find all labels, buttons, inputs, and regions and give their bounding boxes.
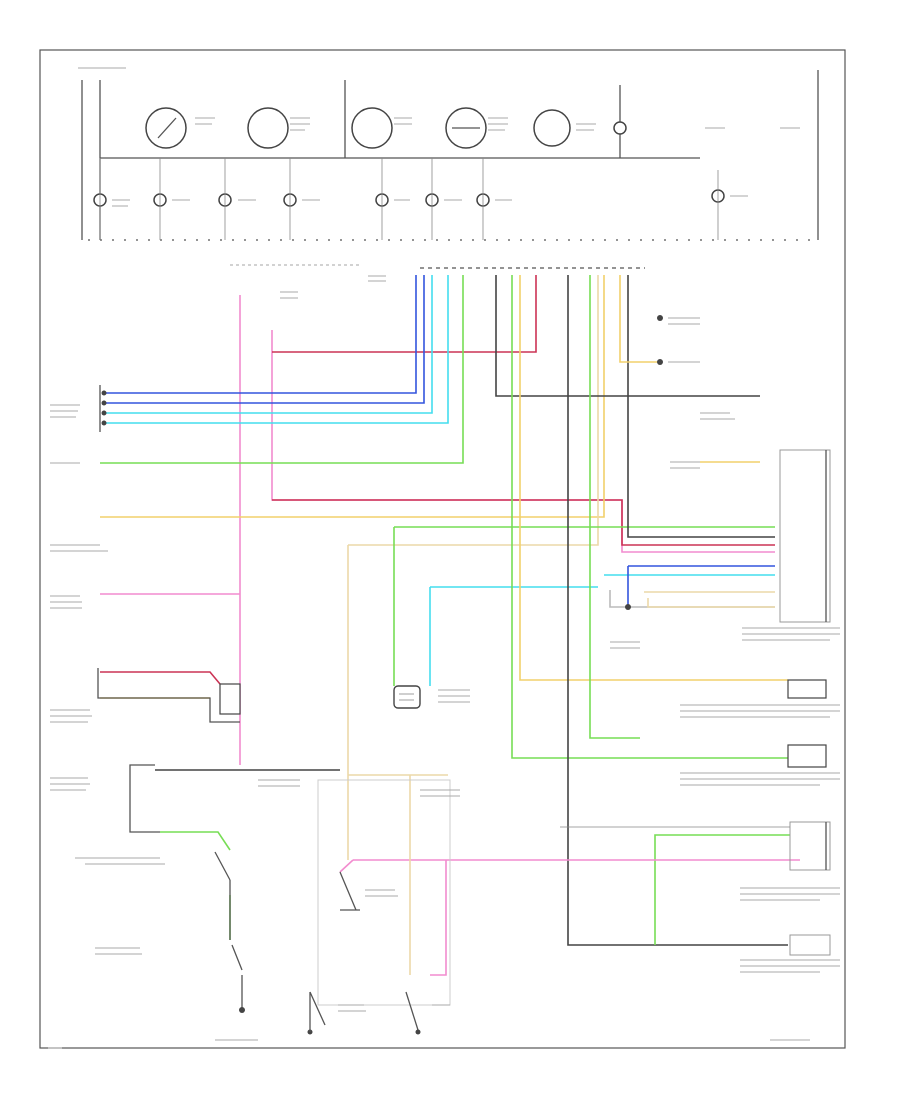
green-wire: [654, 834, 790, 945]
connector-header: [230, 264, 645, 299]
voltmeter-gauge-icon: [533, 109, 571, 147]
diagram-border: [39, 49, 846, 1049]
vehicle-speed-sensor: [393, 685, 421, 709]
tan-wire: [647, 598, 775, 608]
pink-wire: [271, 330, 775, 553]
indicator-bulb-icon: [613, 121, 627, 135]
green-wire: [589, 275, 640, 739]
pink-wire: [430, 860, 447, 976]
wire-harness: [100, 275, 800, 976]
yellow-wire: [100, 275, 605, 518]
green-wire: [100, 275, 464, 464]
red-wire: [272, 275, 537, 353]
blue-wire: [104, 275, 425, 404]
right-components: [560, 315, 831, 956]
blue-wire: [104, 275, 417, 394]
green-wire: [160, 831, 231, 851]
yellow-wire: [519, 275, 788, 681]
oil-pressure-gauge-icon: [247, 107, 289, 149]
black-wire: [627, 275, 775, 538]
yellow-wire: [619, 275, 660, 363]
cluster-label-marks: [78, 67, 800, 207]
pressure-switch: [97, 668, 241, 723]
cyan-wire: [104, 275, 449, 424]
tan-wire: [348, 275, 599, 546]
green-wire: [511, 275, 788, 759]
center-switch-assembly: [307, 779, 451, 1035]
component-label-marks: [48, 317, 840, 1049]
pink-wire: [339, 859, 354, 873]
cluster-indicator-bulbs: [93, 121, 725, 207]
red-wire: [100, 671, 221, 685]
left-connector-stack: [99, 385, 107, 432]
black-wire: [567, 275, 788, 946]
red-wire: [272, 499, 775, 546]
black-wire: [495, 275, 760, 397]
speedometer-gauge-icon: [145, 107, 187, 149]
fuel-gauge-icon: [351, 107, 393, 149]
instrument-cluster: [78, 67, 820, 241]
cyan-wire: [104, 275, 433, 414]
components: [48, 315, 840, 1049]
left-relay-block: [129, 764, 245, 1013]
